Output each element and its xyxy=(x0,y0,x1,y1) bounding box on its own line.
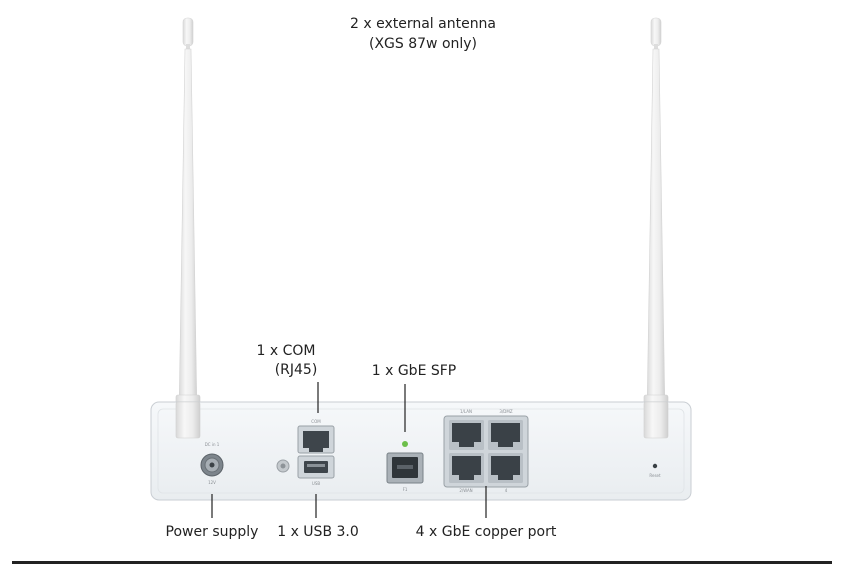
reset-button: Reset xyxy=(649,463,661,478)
antenna-left xyxy=(175,17,201,441)
com-panel-label: COM xyxy=(311,419,321,424)
reset-panel-label: Reset xyxy=(649,473,661,478)
com-port: COM xyxy=(297,419,335,454)
port-3-label: 3/DMZ xyxy=(499,409,512,414)
chassis xyxy=(150,401,692,501)
copper-port-block: 1/LAN 3/DMZ 2/WAN 4 xyxy=(443,409,529,493)
antenna-right xyxy=(643,17,669,441)
antenna-callout-line1: 2 x external antenna xyxy=(350,16,496,32)
usb-port: USB xyxy=(297,455,335,486)
port-1-label: 1/LAN xyxy=(460,409,472,414)
port-4-label: 4 xyxy=(505,488,508,493)
sfp-port: F1 xyxy=(386,441,424,492)
power-connector: DC in 1 12V xyxy=(200,442,224,485)
power-top-label: DC in 1 xyxy=(205,442,220,447)
copper-port-3 xyxy=(488,420,523,450)
usb-callout: 1 x USB 3.0 xyxy=(277,524,359,540)
copper-port-1 xyxy=(449,420,484,450)
power-callout: Power supply xyxy=(166,524,259,540)
sfp-callout: 1 x GbE SFP xyxy=(372,363,457,379)
antenna-callout-line2: (XGS 87w only) xyxy=(369,36,477,52)
copper-port-4 xyxy=(488,453,523,483)
copper-port-2 xyxy=(449,453,484,483)
bottom-rule xyxy=(12,561,832,564)
power-bottom-label: 12V xyxy=(208,480,216,485)
port-2-label: 2/WAN xyxy=(459,488,472,493)
com-callout-line2: (RJ45) xyxy=(275,362,318,378)
sfp-led xyxy=(402,441,408,447)
usb-panel-label: USB xyxy=(312,481,320,486)
copper-callout: 4 x GbE copper port xyxy=(416,524,557,540)
sfp-panel-label: F1 xyxy=(403,487,408,492)
com-callout-line1: 1 x COM xyxy=(257,343,316,359)
callout-lines xyxy=(211,382,487,518)
ground-screw xyxy=(276,459,290,473)
